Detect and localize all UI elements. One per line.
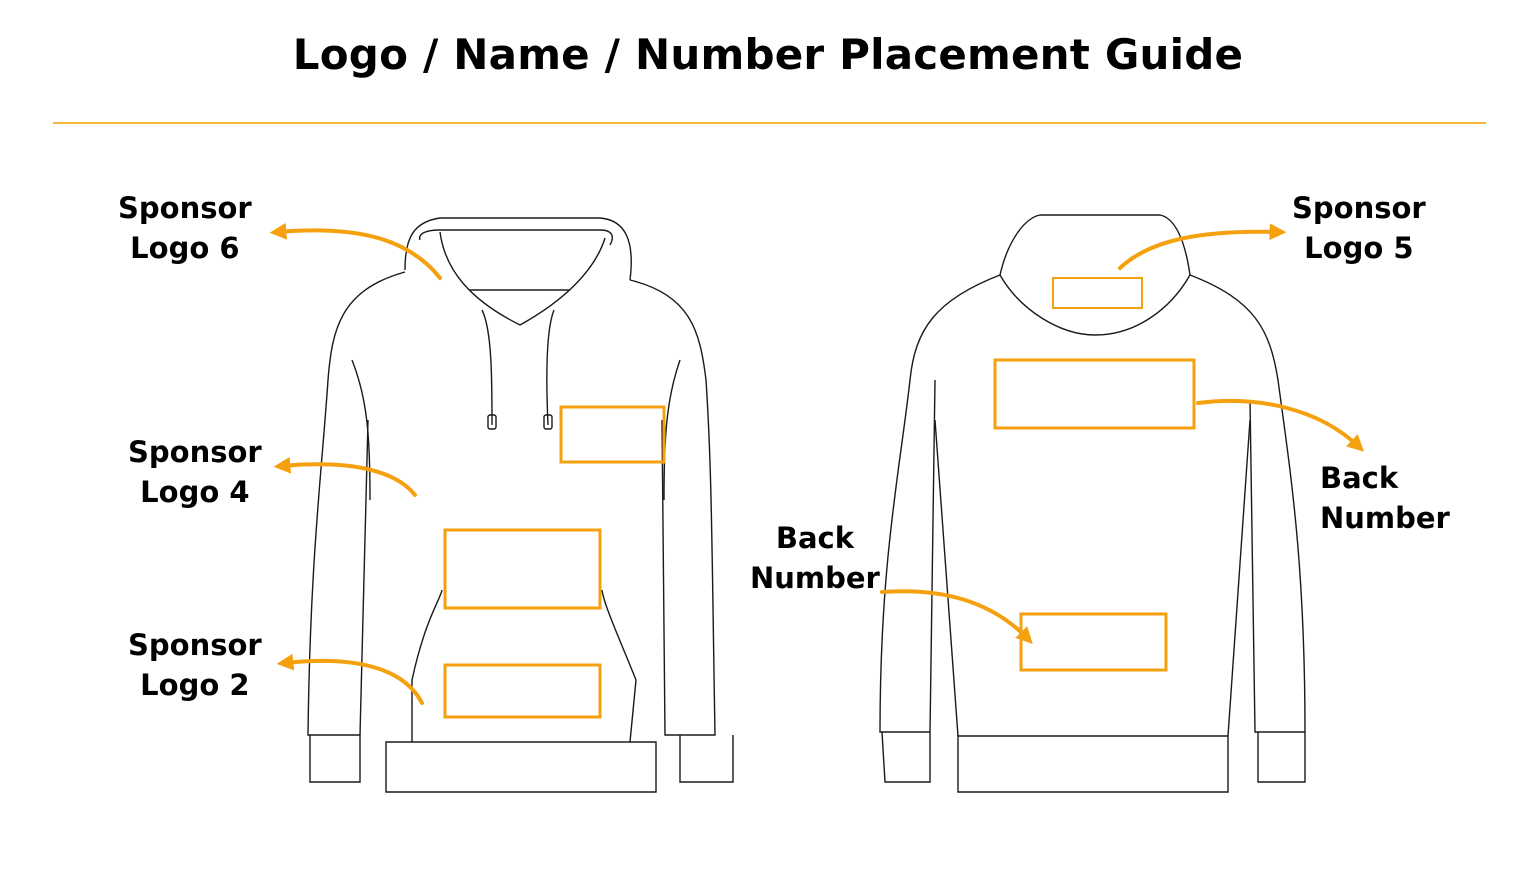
arrow-logo-5 [1118, 223, 1287, 270]
back-hoodie-outline [879, 214, 1306, 793]
title-divider [53, 122, 1486, 124]
placement-box-back-number [1019, 612, 1168, 672]
arrow-logo-6 [269, 222, 442, 280]
front-hoodie-outline [307, 217, 734, 793]
arrow-logo-4 [273, 456, 417, 497]
arrow-back-number-left [880, 589, 1033, 645]
page-title: Logo / Name / Number Placement Guide [292, 30, 1244, 79]
placement-box-logo-4 [443, 528, 602, 610]
placement-box-chest [559, 405, 666, 464]
placement-box-logo-5 [1052, 277, 1143, 309]
arrow-logo-2 [276, 653, 424, 705]
arrow-back-number-right [1196, 398, 1365, 452]
placement-boxes [443, 277, 1196, 719]
placement-box-logo-2 [443, 663, 602, 719]
placement-box-back-name [993, 358, 1196, 430]
